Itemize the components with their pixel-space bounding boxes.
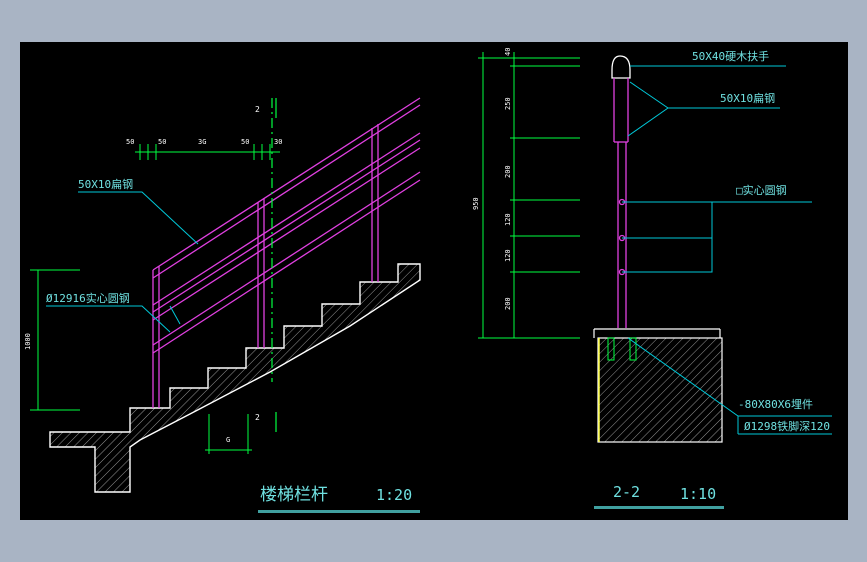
stair-railing-elevation: 2 2 50 50 3G 50 30 1000 G	[24, 97, 421, 513]
left-title: 楼梯栏杆	[260, 485, 328, 505]
section-mark-top: 2	[255, 105, 260, 114]
right-title: 2-2	[613, 483, 640, 501]
right-title-underline	[594, 506, 724, 509]
label-section-round-bar: □实心圆钢	[736, 183, 787, 197]
dim-bottom: G	[226, 436, 230, 444]
dim-height: 1000	[24, 333, 32, 350]
dim-seg-5: 120	[504, 249, 512, 262]
section-post	[611, 55, 631, 328]
section-line	[271, 98, 277, 432]
dim-total: 950	[472, 197, 480, 210]
dim-top-4: 50	[241, 138, 249, 146]
left-scale: 1:20	[376, 486, 412, 504]
label-anchor: Ø1298铁脚深120	[744, 419, 830, 433]
label-handrail: 50X40硬木扶手	[692, 49, 769, 63]
right-scale: 1:10	[680, 485, 716, 503]
wood-handrail	[611, 55, 631, 79]
concrete-stair	[49, 263, 421, 493]
dim-top-1: 50	[126, 138, 134, 146]
label-embed-plate: -80X80X6埋件	[738, 398, 813, 411]
section-dimensions	[478, 52, 580, 339]
height-dimension	[30, 269, 80, 411]
dim-seg-4: 120	[504, 213, 512, 226]
dim-seg-2: 250	[504, 97, 512, 110]
label-round-bar: Ø12916实心圆钢	[46, 291, 130, 305]
railing	[152, 97, 421, 408]
bottom-dimension	[205, 414, 252, 454]
cad-drawing: 2 2 50 50 3G 50 30 1000 G	[24, 48, 832, 513]
section-2-2: 40 250 200 120 120 200 950	[472, 48, 832, 509]
section-mark-bottom: 2	[255, 413, 260, 422]
handrail-line	[152, 97, 421, 271]
top-dimension	[135, 144, 280, 160]
dim-seg-1: 40	[504, 48, 512, 56]
dim-top-5: 30	[274, 138, 282, 146]
section-base	[593, 328, 723, 443]
dim-top-2: 50	[158, 138, 166, 146]
dim-seg-6: 200	[504, 297, 512, 310]
left-title-underline	[258, 510, 420, 513]
dim-seg-3: 200	[504, 165, 512, 178]
drawing-sheet: 2 2 50 50 3G 50 30 1000 G	[20, 42, 848, 520]
label-section-flat-bar: 50X10扁钢	[720, 92, 775, 105]
label-flat-bar: 50X10扁钢	[78, 178, 133, 191]
dim-top-3: 3G	[198, 138, 206, 146]
